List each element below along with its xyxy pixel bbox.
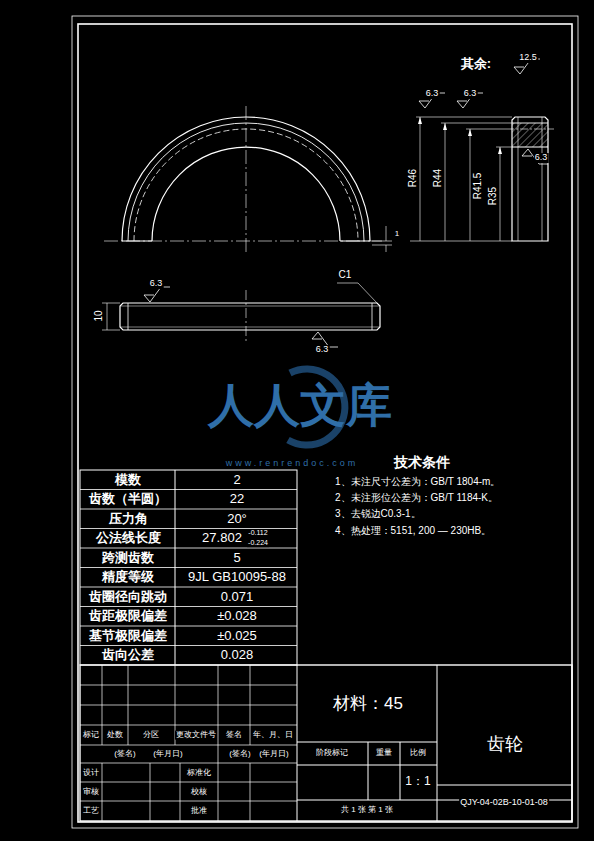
table-cell: 0.071 — [220, 590, 255, 604]
table-cell: 20° — [226, 512, 248, 526]
dimension: 1 — [394, 230, 400, 239]
table-cell: 齿数（半圆） — [88, 492, 168, 506]
roughness-value: 12.5 — [518, 53, 538, 63]
table-cell: 9JL GB10095-88 — [187, 570, 287, 584]
dimension: R41.5 — [472, 172, 483, 201]
table-cell: 跨测齿数 — [101, 551, 155, 565]
title-block-cell: 更改文件号 — [175, 731, 217, 740]
note-line: 3、去锐边C0.3-1。 — [334, 508, 422, 519]
dimension: R46 — [407, 168, 418, 188]
title-block-cell: 年、月、日 — [252, 731, 294, 740]
table-cell: 齿向公差 — [101, 648, 155, 662]
title-block-cell: 标准化 — [186, 769, 212, 778]
title-block-cell: (年月日) — [258, 750, 289, 759]
roughness-symbol — [522, 149, 548, 164]
title-block-cell: 比例 — [409, 749, 427, 758]
dimension: 10 — [93, 309, 104, 322]
tolerance: -0.224 — [247, 539, 269, 547]
note-line: 4、热处理：5151, 200 — 230HB。 — [334, 525, 492, 536]
table-cell: 27.802 — [201, 531, 243, 545]
title-block-cell: 设计 — [82, 769, 100, 778]
table-cell: 0.028 — [220, 648, 255, 662]
scale-value: 1：1 — [404, 775, 431, 788]
note-line: 2、未注形位公差为：GB/T 1184-K。 — [334, 492, 499, 503]
table-cell: ±0.025 — [216, 629, 258, 643]
chamfer-label: C1 — [338, 269, 353, 280]
table-cell: 22 — [229, 492, 245, 506]
title-block-cell: (签名) — [228, 750, 251, 759]
table-cell: 压力角 — [108, 512, 149, 526]
title-block-cell: (年月日) — [152, 750, 183, 759]
roughness-symbol — [144, 287, 170, 302]
tolerance: -0.112 — [247, 529, 268, 537]
note-label: 其余: — [460, 57, 492, 71]
title-block-cell: 分区 — [142, 731, 160, 740]
title-block-cell: 工艺 — [82, 807, 100, 816]
notes-title: 技术条件 — [393, 455, 451, 470]
dimension: R44 — [432, 168, 443, 188]
table-cell: 2 — [232, 473, 241, 487]
title-block-cell: 重量 — [375, 749, 393, 758]
title-block-cell: 签名 — [225, 731, 243, 740]
note-line: 1、未注尺寸公差为：GB/T 1804-m。 — [334, 476, 501, 487]
watermark: www.renrendoc.com — [225, 459, 360, 469]
title-block-cell: 处数 — [106, 731, 124, 740]
table-cell: 基节极限偏差 — [88, 629, 168, 643]
table-cell: 精度等级 — [101, 570, 155, 584]
title-block-cell: 批准 — [190, 807, 208, 816]
table-cell: 公法线长度 — [95, 531, 162, 545]
title-block-cell: 标记 — [82, 731, 100, 740]
title-block-cell: (签名) — [113, 750, 136, 759]
roughness-value: 6.3 — [149, 279, 164, 289]
title-block-cell: 校核 — [190, 788, 208, 797]
title-block-cell: 共 1 张 第 1 张 — [340, 806, 394, 815]
roughness-value: 6.3 — [463, 89, 478, 99]
table-cell: 齿圈径向跳动 — [88, 590, 168, 604]
roughness-value: 6.3 — [315, 345, 330, 355]
roughness-value: 6.3 — [425, 89, 440, 99]
title-block-cell: 审核 — [82, 788, 100, 797]
table-cell: ±0.028 — [216, 609, 258, 623]
table-cell: 齿距极限偏差 — [88, 609, 168, 623]
table-cell: 模数 — [114, 473, 142, 487]
title-block-cell: 阶段标记 — [315, 749, 349, 758]
dimension: R35 — [487, 186, 498, 206]
material-label: 材料：45 — [332, 695, 404, 714]
part-title: 齿轮 — [486, 735, 524, 755]
table-cell: 5 — [232, 551, 241, 565]
drawing-number: QJY-04-02B-10-01-08 — [459, 798, 549, 808]
roughness-value: 6.3 — [534, 153, 549, 163]
watermark: 人人文库 — [207, 380, 393, 431]
